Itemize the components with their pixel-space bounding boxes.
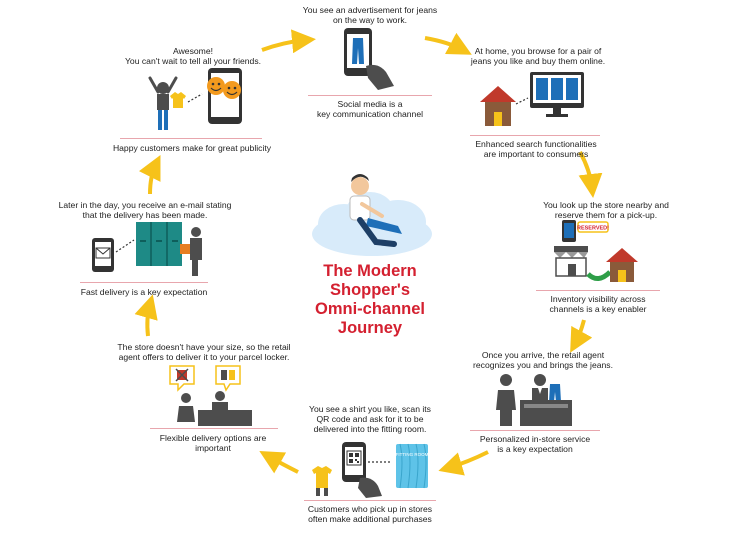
delivery-options-icon [169,365,252,426]
divider [308,95,432,96]
retail-agent-icon [532,374,548,400]
share-friends-icon [148,68,242,130]
retail-counter-icon [496,374,572,426]
divider [80,282,208,283]
step-text: You see an advertisement for jeans on th… [302,5,438,25]
house-icon [480,86,516,126]
step-caption: Fast delivery is a key expectation [80,287,208,297]
shirt-icon [170,92,186,108]
home-online-shopping-icon [480,72,584,126]
reserved-badge-label: RESERVED! [577,226,609,232]
arrow-reserve-to-instore [570,319,593,353]
step-caption: Inventory visibility across channels is … [549,294,647,314]
house-icon [606,248,638,282]
page-title: The Modern Shopper's Omni-channel Journe… [300,262,440,338]
email-locker-icon [92,222,202,276]
reserved-badge [577,221,609,233]
title-line: Omni-channel [314,300,425,318]
arrow-email-to-share [139,155,161,195]
step-caption: Customers who pick up in stores often ma… [307,504,433,524]
cloud-shopper-illustration [312,174,432,256]
retail-agent-icon [212,391,228,410]
step-text: The store doesn't have your size, so the… [117,342,291,362]
no-size-bubble-icon [169,365,195,392]
locker-bubble-icon [215,365,241,392]
divider [150,428,278,429]
customer-icon [496,374,516,426]
divider [120,138,262,139]
phone-email-icon [92,238,114,272]
arrow-browse-to-reserve [578,151,603,198]
step-caption: Enhanced search functionalities are impo… [475,139,597,159]
step-caption: Social media is a key communication chan… [316,99,424,119]
step-caption: Happy customers make for great publicity [112,143,272,153]
step-caption: Flexible delivery options are important [159,433,267,453]
qr-scan-icon: FITTING ROOM [312,442,429,498]
divider [470,430,600,431]
store-icon [554,246,588,277]
step-text: You look up the store nearby and reserve… [543,200,669,220]
arrow-share-to-ad [261,29,316,54]
step-text: You see a shirt you like, scan its QR co… [309,404,431,434]
phone-jeans-icon [344,28,394,90]
fitting-room-icon: FITTING ROOM [396,443,429,489]
arrow-ad-to-browse [424,32,472,55]
customer-icon [177,393,195,422]
arrow-size-to-email [134,294,158,337]
step-text: Once you arrive, the retail agent recogn… [473,350,613,370]
divider [304,500,436,501]
fitting-room-label: FITTING ROOM [396,452,429,457]
counter-icon [520,400,572,426]
title-line: Journey [337,319,403,337]
counter-icon [198,410,252,426]
qr-code-icon [346,450,362,466]
arrow-instore-to-qr [438,450,489,476]
happy-customer-icon [148,76,178,130]
step-caption: Personalized in-store service is a key e… [479,434,591,454]
store-reserved-icon: RESERVED! [554,220,638,282]
parcel-locker-icon [136,222,182,266]
divider [536,290,660,291]
phone-icon [562,220,576,242]
shopper-laptop-icon [349,174,402,247]
divider [470,135,600,136]
step-text: At home, you browse for a pair of jeans … [470,46,606,66]
title-line: Shopper's [329,281,411,299]
courier-icon [180,227,202,276]
monitor-icon [530,72,584,117]
step-text: Later in the day, you receive an e-mail … [58,200,232,220]
emoji-icon [207,77,241,99]
shirt-icon [312,466,332,496]
step-text: Awesome! You can't wait to tell all your… [124,46,262,66]
title-line: The Modern [323,262,417,280]
jeans-icon [549,384,561,402]
arrow-qr-to-size [259,451,299,474]
